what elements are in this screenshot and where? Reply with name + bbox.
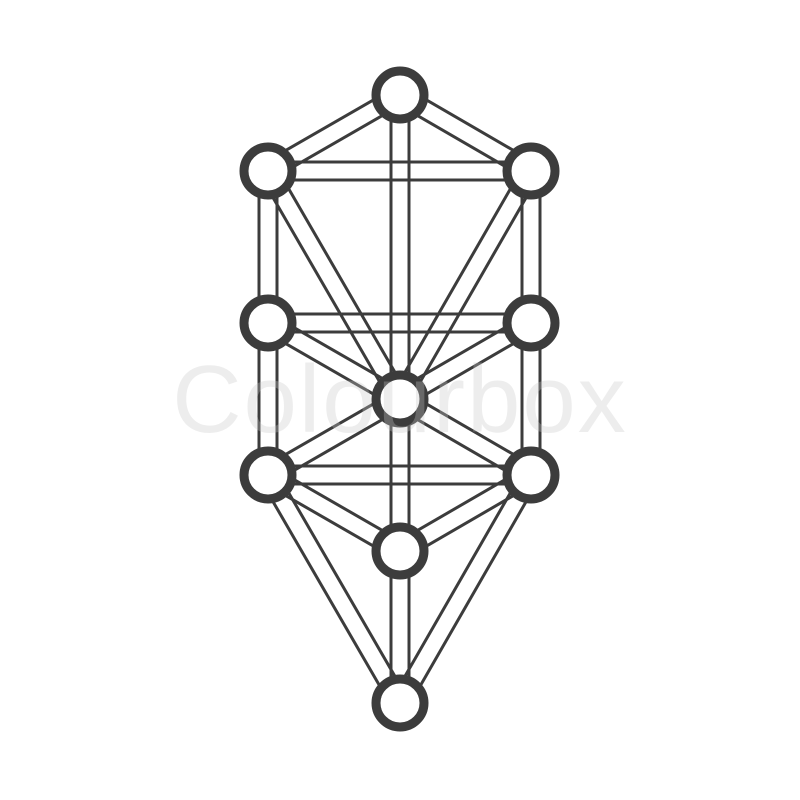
path-n3-n6 — [390, 165, 541, 405]
path-edge-line — [390, 469, 525, 700]
path-n8-n10 — [390, 469, 541, 709]
path-edge-line — [274, 469, 410, 700]
sephira-node-n5 — [502, 294, 560, 352]
sephira-node-n10 — [371, 674, 429, 732]
path-n2-n3 — [268, 160, 531, 182]
path-n1-n6 — [389, 95, 411, 399]
path-n2-n6 — [258, 165, 410, 405]
sephira-node-n7 — [239, 446, 297, 504]
nodes-layer — [239, 66, 560, 732]
path-n7-n10 — [258, 469, 410, 709]
sephira-node-n1 — [371, 66, 429, 124]
path-edge-line — [406, 478, 541, 709]
path-edge-line — [258, 174, 394, 405]
sephira-node-n8 — [502, 446, 560, 504]
path-edge-line — [258, 478, 394, 709]
sephira-node-n9 — [371, 522, 429, 580]
path-edge-line — [406, 174, 541, 405]
sephira-node-n6 — [371, 370, 429, 428]
path-edge-line — [390, 165, 525, 396]
sephira-node-n3 — [502, 142, 560, 200]
sephira-node-n4 — [239, 294, 297, 352]
sephira-node-n2 — [239, 142, 297, 200]
path-n7-n8 — [268, 464, 531, 486]
path-n4-n5 — [268, 312, 531, 334]
path-edge-line — [274, 165, 410, 396]
